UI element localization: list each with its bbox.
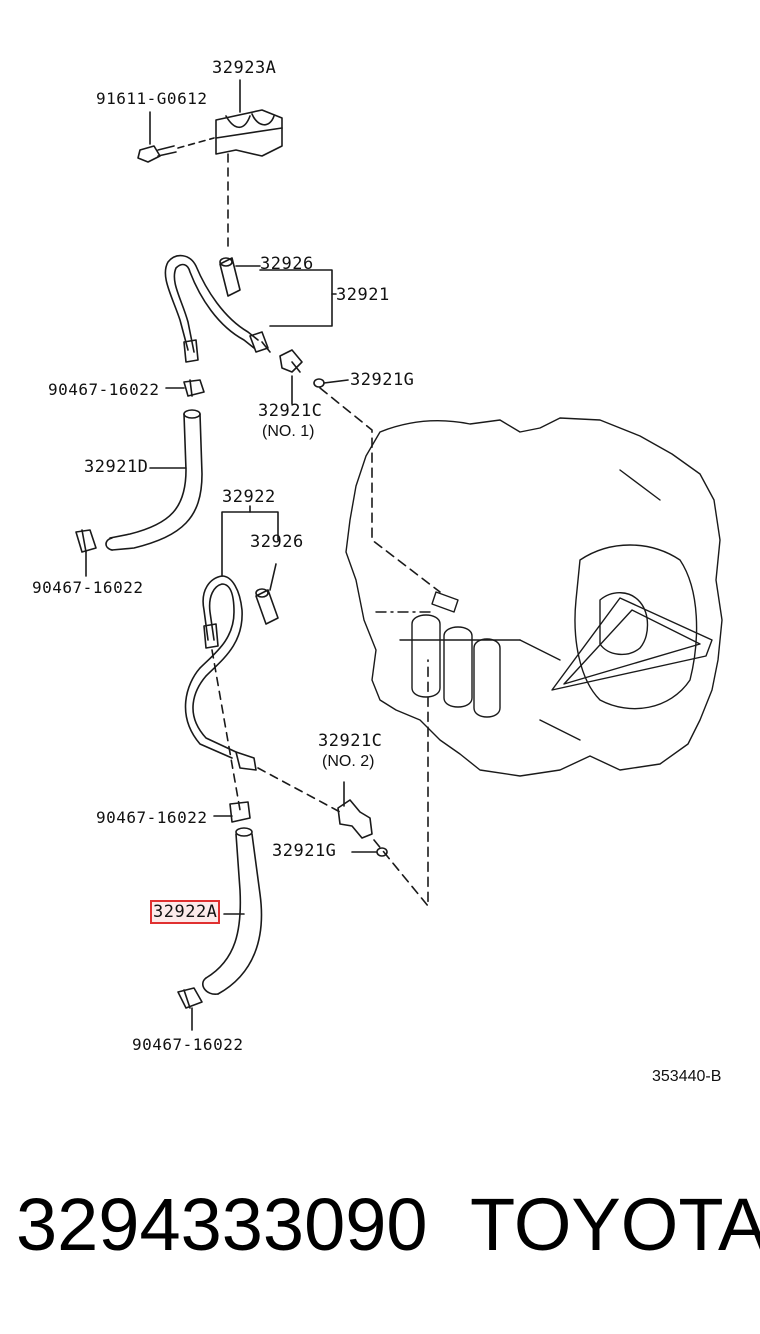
callout-32926-top[interactable]: 32926 <box>260 254 314 274</box>
callout-32921C-top[interactable]: 32921C <box>258 401 323 421</box>
callout-32922[interactable]: 32922 <box>222 487 276 507</box>
brand-name: TOYOTA <box>470 1183 760 1266</box>
part-number: 3294333090 <box>16 1183 428 1266</box>
callout-32923A[interactable]: 32923A <box>212 58 277 78</box>
sleeve-32926-mid <box>255 563 279 625</box>
hose-32922A <box>202 827 263 995</box>
callout-32921G-bottom[interactable]: 32921G <box>272 841 337 861</box>
callout-32921G-top[interactable]: 32921G <box>350 370 415 390</box>
clamp-90467-a <box>165 379 205 397</box>
callout-91611-G0612[interactable]: 91611-G0612 <box>96 89 208 108</box>
callout-32921[interactable]: 32921 <box>336 285 390 305</box>
callout-90467-d[interactable]: 90467-16022 <box>132 1035 244 1054</box>
bolt-91611-G0612 <box>137 111 215 163</box>
clamp-90467-c <box>213 801 251 823</box>
leader-32921 <box>259 269 333 327</box>
union-32921C-no1 <box>279 349 303 405</box>
callout-90467-b[interactable]: 90467-16022 <box>32 578 144 597</box>
transmission-housing <box>345 417 723 777</box>
gasket-32921G-bottom <box>376 847 388 857</box>
bracket-32923A <box>215 79 283 157</box>
callout-32921C-top-note: (NO. 1) <box>262 423 315 440</box>
pipe-32921 <box>164 254 271 363</box>
callout-32922A-highlighted[interactable]: 32922A <box>149 900 221 924</box>
diagram-code: 353440-B <box>652 1068 722 1085</box>
pipe-32922 <box>184 505 279 771</box>
clamp-90467-d <box>177 987 203 1031</box>
gasket-32921G-top <box>313 378 325 388</box>
callout-32926-mid[interactable]: 32926 <box>250 532 304 552</box>
hose-32921D <box>105 409 203 551</box>
callout-90467-a[interactable]: 90467-16022 <box>48 380 160 399</box>
callout-32921D[interactable]: 32921D <box>84 457 149 477</box>
callout-90467-c[interactable]: 90467-16022 <box>96 808 208 827</box>
callout-32921C-bottom[interactable]: 32921C <box>318 731 383 751</box>
union-32921C-no2 <box>337 781 373 839</box>
clamp-90467-b <box>75 529 97 577</box>
sleeve-32926-top <box>219 257 261 297</box>
callout-32921C-bottom-note: (NO. 2) <box>322 753 375 770</box>
